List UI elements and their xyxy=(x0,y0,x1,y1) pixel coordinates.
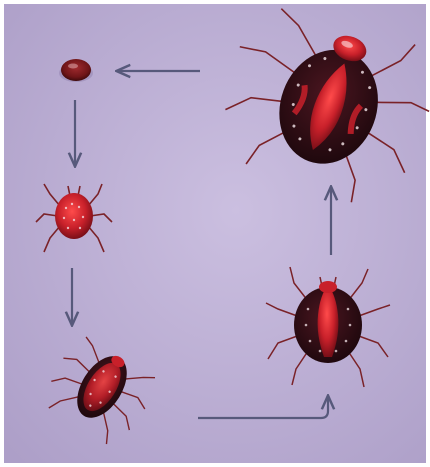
life-cycle-diagram xyxy=(0,0,430,467)
diagram-canvas xyxy=(0,0,430,467)
